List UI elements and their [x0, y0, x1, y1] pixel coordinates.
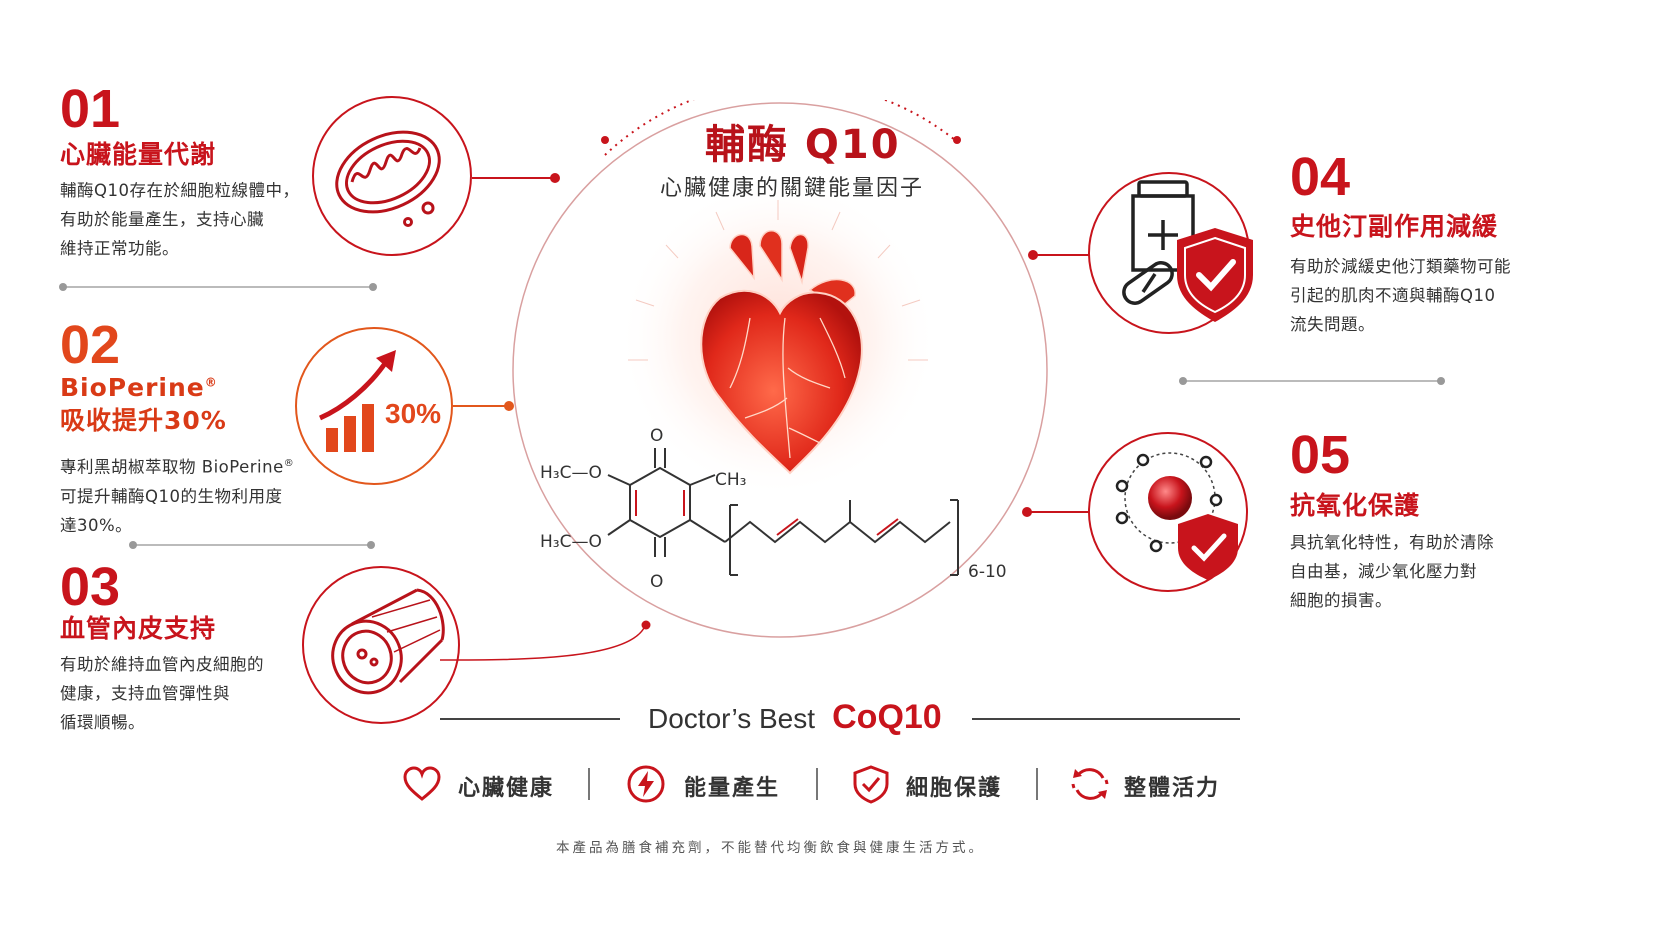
feature-vitality: 整體活力 [1124, 776, 1221, 801]
formula-repeat: 6-10 [968, 562, 1007, 582]
connector-line [472, 177, 552, 179]
connector-curve [440, 620, 651, 661]
center-title: 輔酶 Q10 [705, 122, 901, 168]
connector-line [1035, 254, 1089, 256]
brand-line-left [440, 718, 620, 720]
divider [59, 283, 377, 291]
benefit-03-title: 血管內皮支持 [60, 614, 217, 643]
formula-group-top: H₃C—O [540, 463, 602, 483]
formula-oxygen-top: O [650, 426, 664, 446]
brand-name: Doctor’s Best [648, 703, 816, 734]
benefit-03-number: 03 [60, 557, 121, 617]
divider [129, 541, 375, 549]
benefit-04-title: 史他汀副作用減緩 [1290, 212, 1499, 241]
formula-group-bottom: H₃C—O [540, 532, 602, 552]
benefit-02-number: 02 [60, 315, 121, 375]
connector-dot [1022, 507, 1032, 517]
connector-dot [550, 173, 560, 183]
connector-dot [1028, 250, 1038, 260]
benefit-02-title: BioPerine® 吸收提升30% [60, 373, 227, 435]
benefit-05-number: 05 [1290, 425, 1351, 485]
medicine-shield-icon [1122, 180, 1253, 322]
mitochondria-icon [335, 130, 441, 227]
connector-dot [504, 401, 514, 411]
benefit-03-icon-ring [302, 566, 460, 724]
growth-percentage: 30% [385, 398, 442, 429]
benefit-03-desc: 有助於維持血管內皮細胞的健康，支持血管彈性與循環順暢。 [60, 655, 264, 732]
antioxidant-icon [1115, 452, 1238, 580]
feature-energy: 能量產生 [684, 776, 781, 801]
connector-line [453, 405, 506, 407]
cycle-icon [1071, 768, 1109, 800]
shield-check-icon [853, 765, 889, 804]
formula-oxygen-bottom: O [650, 572, 664, 592]
benefit-05-title: 抗氧化保護 [1290, 491, 1421, 520]
benefit-05-desc: 具抗氧化特性，有助於清除自由基，減少氧化壓力對細胞的損害。 [1290, 533, 1494, 610]
heart-icon [700, 230, 863, 475]
feature-separator [816, 768, 818, 800]
center-subtitle: 心臟健康的關鍵能量因子 [660, 176, 925, 201]
feature-heart-health: 心臟健康 [458, 776, 555, 801]
feature-cell-protection: 細胞保護 [906, 776, 1003, 801]
benefit-04-number: 04 [1290, 147, 1351, 207]
formula-methyl: CH₃ [715, 470, 747, 490]
coq10-structure-diagram [607, 448, 959, 576]
feature-separator [1036, 768, 1038, 800]
brand-lockup: Doctor’s Best CoQ10 [648, 698, 942, 737]
brand-line-right [972, 718, 1240, 720]
brand-product: CoQ10 [832, 698, 942, 736]
connector-line [1028, 511, 1090, 513]
benefit-01-title: 心臟能量代謝 [60, 140, 217, 169]
heart-outline-icon [403, 766, 441, 801]
feature-separator [588, 768, 590, 800]
disclaimer: 本產品為膳食補充劑，不能替代均衡飲食與健康生活方式。 [556, 840, 985, 856]
lightning-icon [627, 765, 665, 803]
divider [1179, 377, 1445, 385]
benefit-01-number: 01 [60, 79, 121, 139]
benefit-02-desc: 專利黑胡椒萃取物 BioPerine® 可提升輔酶Q10的生物利用度達30%。 [60, 457, 295, 535]
growth-chart-icon [318, 350, 396, 452]
blood-vessel-icon [331, 588, 445, 695]
benefit-01-desc: 輔酶Q10存在於細胞粒線體中，有助於能量產生，支持心臟維持正常功能。 [60, 181, 300, 258]
